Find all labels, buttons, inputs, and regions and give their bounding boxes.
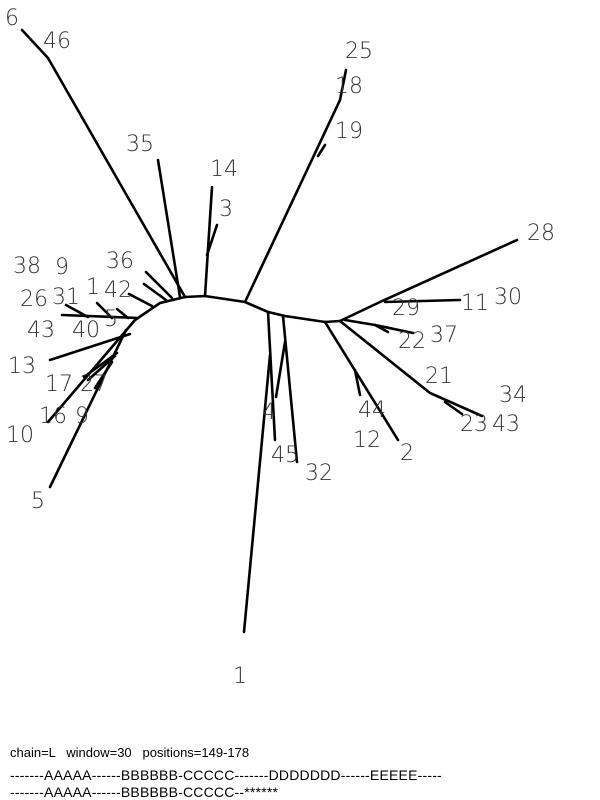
leaf-label: 9 [75,404,89,429]
leaf-label: 25 [345,39,373,64]
leaf-label: 14 [210,157,238,182]
window-info: chain=L window=30 positions=149-178 [10,745,250,760]
branch-44-12 [353,368,362,397]
leaf-label: 12 [353,428,381,453]
leaf-label: 21 [425,364,453,389]
leaf-label: 43 [492,412,520,437]
branch-32 [281,314,299,464]
leaf-label: 6 [5,6,19,31]
branch-3 [205,223,219,257]
leaf-label: 43 [27,318,55,343]
leaf-label: 40 [72,318,100,343]
leaf-label: 36 [106,249,134,274]
branch-14 [203,185,214,298]
branch-52 [127,292,154,308]
branch-36 [144,270,174,300]
leaf-label: 18 [335,74,363,99]
leaf-label: 4 [262,400,276,425]
leaf-label: 13 [8,354,36,379]
leaf-label: 27 [80,372,108,397]
tree-labels: 6 46 25 18 19 35 14 3 28 36 42 1 5 31 9 … [5,6,555,689]
branch-38-43-26 [60,313,140,320]
leaf-label: 45 [271,443,299,468]
branch-27 [86,354,117,382]
leaf-label: 37 [430,323,458,348]
branch-28 [338,238,519,323]
leaf-label: 32 [305,461,333,486]
branch-17 [82,351,119,379]
branch-22 [373,323,390,334]
branch-42 [142,282,168,302]
branch-19 [316,143,327,158]
branch-35 [156,158,182,299]
branch-29-11-30 [383,298,462,304]
leaf-label: 1 [86,275,100,300]
branch-16 [93,360,114,390]
leaf-label: 5 [104,307,118,332]
leaf-label: 46 [43,29,71,54]
leaf-label: 10 [6,423,34,448]
leaf-label: 2 [400,441,414,466]
leaf-label: 1 [233,664,247,689]
leaf-label: 28 [527,221,555,246]
branch-9 [115,307,130,320]
branch-21-23-34 [338,319,484,418]
leaf-label: 31 [52,285,80,310]
leaf-label: 34 [499,383,527,408]
branch-4 [274,340,287,399]
branch-26 [64,303,90,319]
leaf-label: 16 [39,404,67,429]
leaf-label: 44 [358,398,386,423]
leaf-label: 22 [398,329,426,354]
branch-46-6 [20,28,187,299]
leaf-label: 35 [126,132,154,157]
secondary-structure-window: -------AAAAA------BBBBBB-CCCCC--****** [10,784,279,800]
branch-1 [242,353,272,634]
leaf-label: 3 [219,197,233,222]
leaf-label: 42 [104,278,132,303]
leaf-label: 26 [20,287,48,312]
branch-45 [266,310,277,442]
branch-25-18-19 [243,68,348,304]
leaf-label: 17 [45,372,73,397]
leaf-label: 30 [494,285,522,310]
branch-2 [323,320,400,442]
branch-40 [95,301,114,320]
phylogenetic-tree: 6 46 25 18 19 35 14 3 28 36 42 1 5 31 9 … [5,6,555,689]
leaf-label: 23 [460,412,488,437]
leaf-label: 5 [31,489,45,514]
branch-13 [48,332,132,362]
leaf-label: 38 [13,254,41,279]
leaf-label: 19 [335,119,363,144]
leaf-label: 9 [55,255,69,280]
secondary-structure-reference: -------AAAAA------BBBBBB-CCCCC-------DDD… [10,767,442,783]
tree-branches [20,28,519,634]
branch-23 [443,400,464,416]
leaf-label: 11 [461,291,489,316]
leaf-label: 29 [392,296,420,321]
